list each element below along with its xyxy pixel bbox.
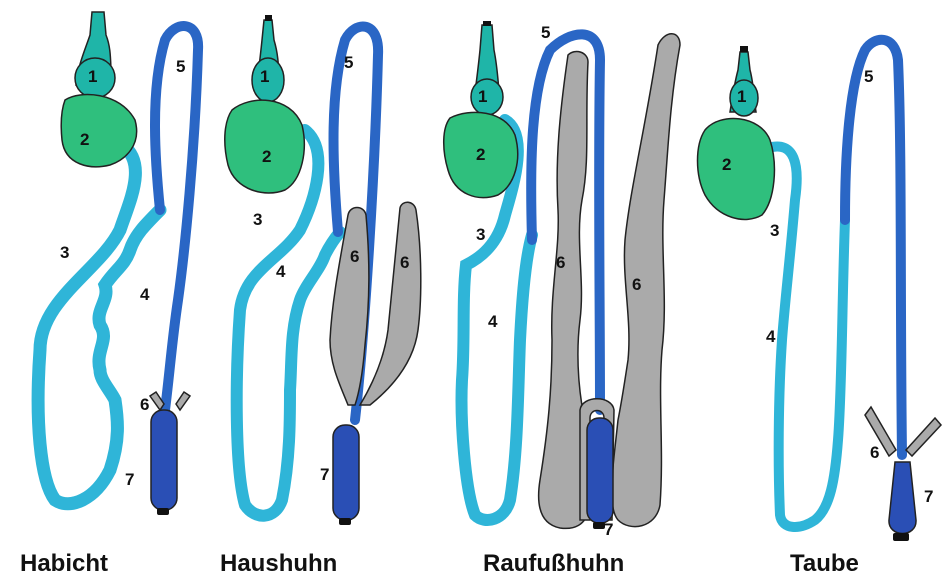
caecum-right bbox=[176, 392, 190, 410]
label-5: 5 bbox=[176, 57, 185, 76]
vent bbox=[157, 508, 169, 515]
esophagus-top bbox=[483, 21, 491, 26]
label-3: 3 bbox=[476, 225, 485, 244]
small-intestine bbox=[38, 142, 160, 504]
label-3: 3 bbox=[770, 221, 779, 240]
caecum-6b bbox=[612, 34, 680, 527]
diagram-haushuhn: 1 2 3 4 5 6 6 7 Haushuhn bbox=[220, 15, 421, 577]
label-7: 7 bbox=[125, 470, 134, 489]
diagram-raufusshuhn: 1 2 3 4 5 6 6 7 Raufußhuhn bbox=[444, 21, 680, 577]
label-7: 7 bbox=[604, 520, 613, 539]
label-6: 6 bbox=[140, 395, 149, 414]
diagram-habicht: 1 2 3 4 5 6 7 Habicht bbox=[20, 12, 198, 577]
label-4: 4 bbox=[766, 327, 776, 346]
cloaca bbox=[151, 410, 177, 510]
label-4: 4 bbox=[488, 312, 498, 331]
label-5: 5 bbox=[344, 53, 353, 72]
cloaca bbox=[889, 462, 916, 534]
vent bbox=[339, 518, 351, 525]
label-2: 2 bbox=[80, 130, 89, 149]
label-1: 1 bbox=[260, 67, 269, 86]
bird-name-taube: Taube bbox=[790, 550, 859, 577]
label-2: 2 bbox=[722, 155, 731, 174]
label-6a: 6 bbox=[350, 247, 359, 266]
small-intestine bbox=[768, 147, 845, 527]
label-3: 3 bbox=[253, 210, 262, 229]
stomach-2 bbox=[698, 119, 775, 220]
label-1: 1 bbox=[88, 67, 97, 86]
label-5: 5 bbox=[541, 23, 550, 42]
label-6b: 6 bbox=[400, 253, 409, 272]
label-4: 4 bbox=[276, 262, 286, 281]
vent bbox=[893, 533, 909, 541]
diagram-taube: 1 2 3 4 5 6 7 Taube bbox=[698, 40, 942, 577]
label-6b: 6 bbox=[632, 275, 641, 294]
stomach-2 bbox=[61, 95, 136, 167]
cloaca bbox=[587, 418, 613, 523]
bird-name-habicht: Habicht bbox=[20, 550, 108, 577]
bird-name-haushuhn: Haushuhn bbox=[220, 550, 337, 577]
label-1: 1 bbox=[478, 87, 487, 106]
label-4: 4 bbox=[140, 285, 150, 304]
label-6a: 6 bbox=[556, 253, 565, 272]
label-2: 2 bbox=[476, 145, 485, 164]
label-6: 6 bbox=[870, 443, 879, 462]
bird-name-raufusshuhn: Raufußhuhn bbox=[483, 550, 624, 577]
esophagus-top bbox=[265, 15, 272, 21]
rectum bbox=[845, 40, 902, 455]
label-7: 7 bbox=[320, 465, 329, 484]
label-2: 2 bbox=[262, 147, 271, 166]
rectum bbox=[155, 26, 198, 410]
caecum-right bbox=[906, 418, 941, 456]
label-1: 1 bbox=[737, 87, 746, 106]
label-5: 5 bbox=[864, 67, 873, 86]
label-3: 3 bbox=[60, 243, 69, 262]
cloaca bbox=[333, 425, 359, 520]
esophagus-top bbox=[740, 46, 748, 52]
label-7: 7 bbox=[924, 487, 933, 506]
